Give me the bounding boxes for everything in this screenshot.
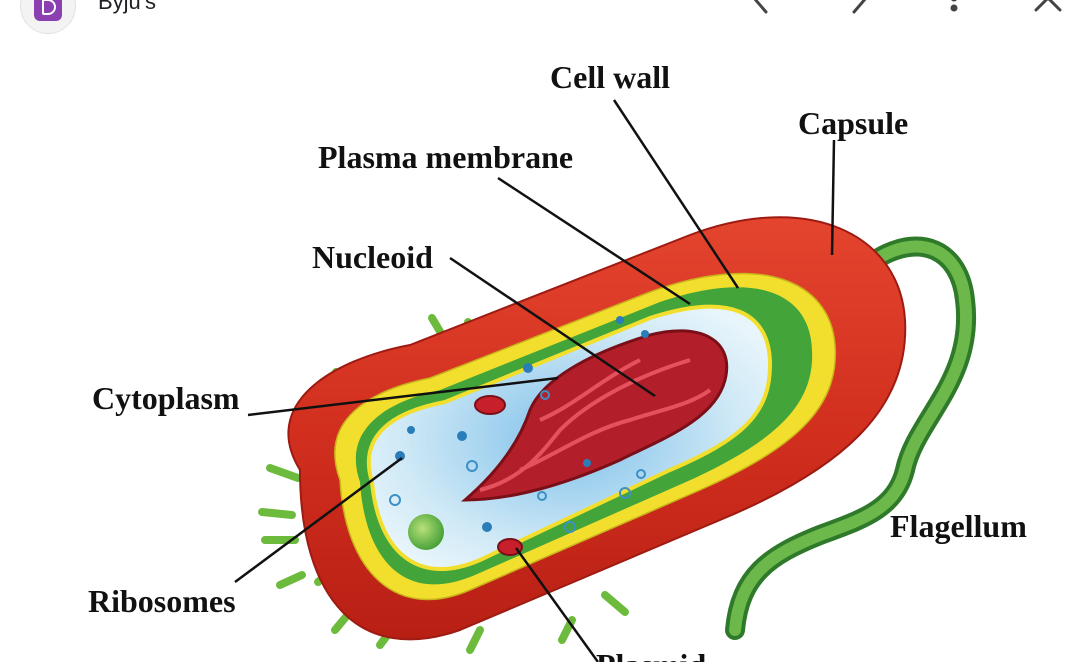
close-button[interactable] [1026, 0, 1070, 20]
leader-lines [234, 99, 836, 662]
next-button[interactable] [838, 0, 882, 20]
forward-chevron-icon [852, 0, 867, 14]
close-icon [1034, 0, 1062, 12]
more-vertical-icon [950, 0, 958, 12]
diagram-image: Cell wall Capsule Plasma membrane Nucleo… [0, 28, 1072, 662]
more-options-button[interactable] [932, 0, 976, 20]
label-cytoplasm: Cytoplasm [92, 380, 240, 416]
previous-button[interactable] [738, 0, 782, 20]
label-plasma-membrane: Plasma membrane [318, 139, 573, 175]
source-name[interactable]: Byju's [98, 0, 156, 14]
label-ribosomes: Ribosomes [88, 583, 236, 619]
label-cell-wall: Cell wall [550, 59, 670, 95]
label-flagellum: Flagellum [890, 508, 1027, 544]
label-capsule: Capsule [798, 105, 908, 141]
app-logo-icon [34, 0, 62, 21]
back-chevron-icon [753, 0, 768, 14]
label-plasmid: Plasmid [596, 647, 706, 662]
plasmid-lower [497, 538, 523, 556]
bacterial-cell-diagram: Cell wall Capsule Plasma membrane Nucleo… [88, 59, 1027, 662]
nucleoid-shape [460, 329, 729, 502]
image-viewer-header: Byju's [0, 0, 1072, 34]
granule [408, 514, 444, 550]
label-nucleoid: Nucleoid [312, 239, 433, 275]
plasmid-upper [474, 395, 506, 415]
ribosomes [395, 316, 649, 532]
